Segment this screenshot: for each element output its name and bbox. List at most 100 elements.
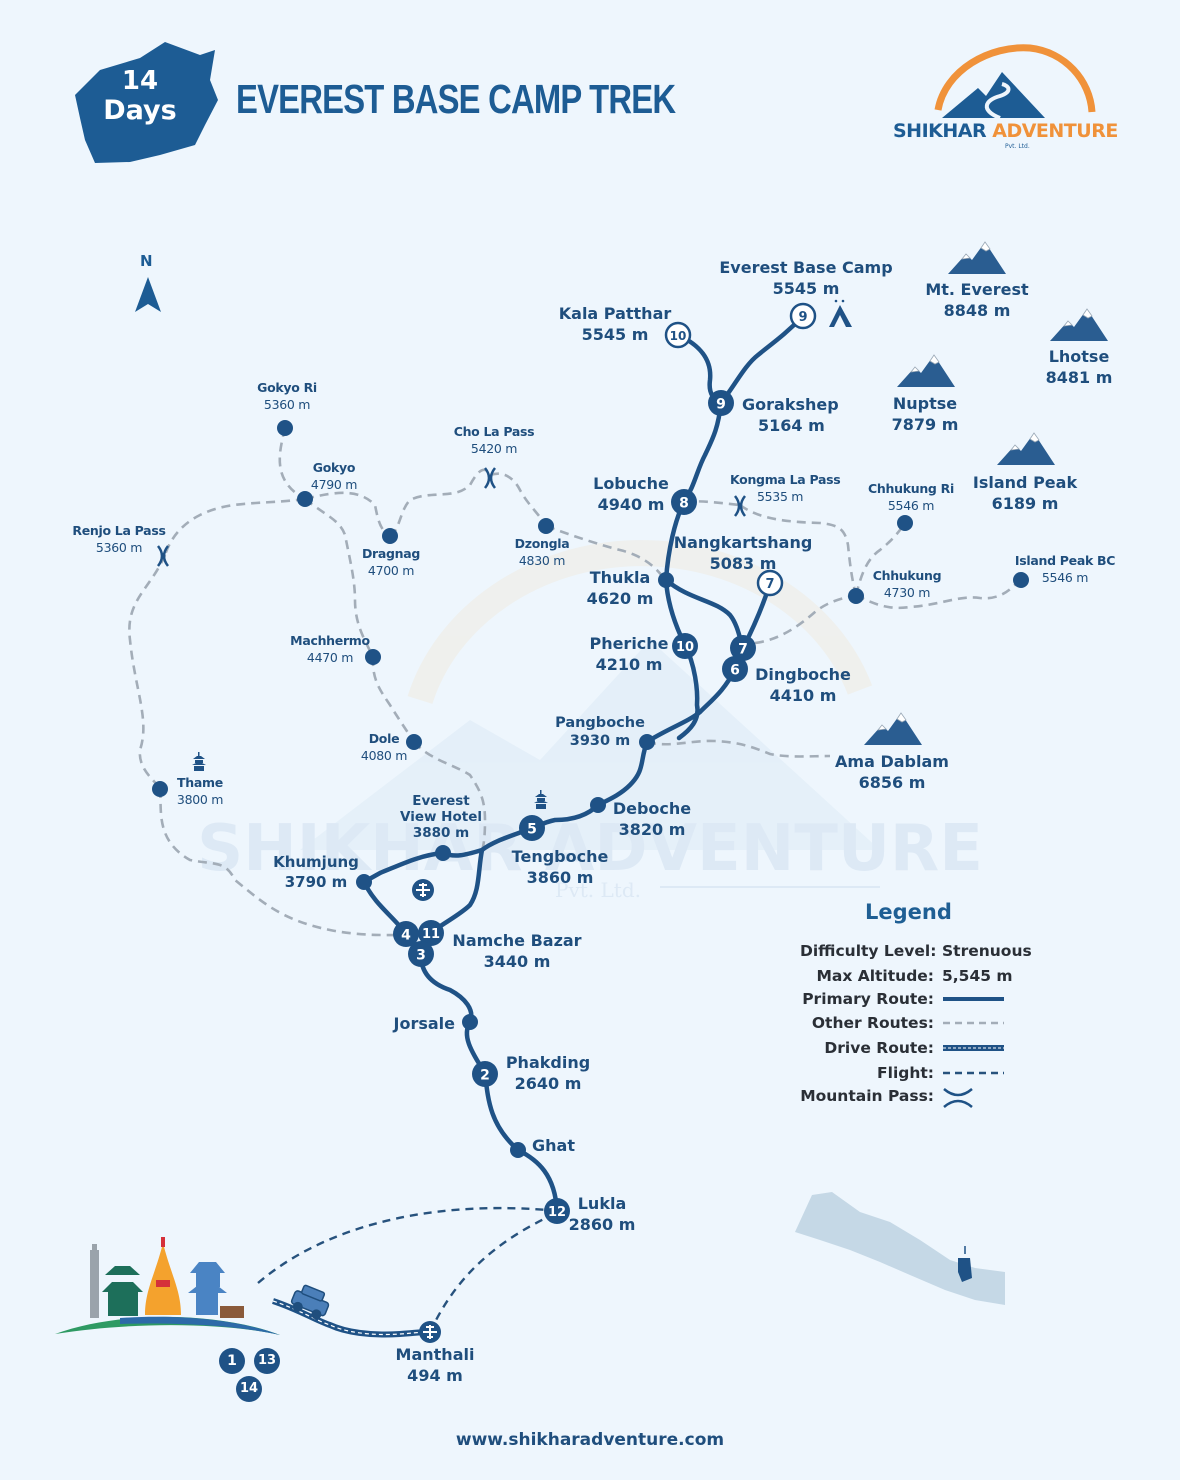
- svg-text:12: 12: [548, 1205, 566, 1220]
- website-link[interactable]: www.shikharadventure.com: [455, 1430, 725, 1450]
- dot-gokyo-ri: [277, 420, 293, 436]
- jeep-icon: [290, 1284, 330, 1320]
- legend-max-altitude-label: Max Altitude:: [816, 967, 934, 985]
- page-title: EVEREST BASE CAMP TREK: [236, 76, 676, 122]
- mountain-icon-island-peak: [997, 432, 1055, 465]
- mountain-icon-nuptse: [897, 354, 955, 387]
- dot-thukla: [658, 572, 674, 588]
- brand-suffix: Pvt. Ltd.: [1005, 143, 1030, 150]
- flight-routes: [257, 1206, 549, 1333]
- peak-icons: [864, 241, 1108, 745]
- day-badge-13: 13: [254, 1348, 280, 1374]
- dot-jorsale: [462, 1014, 478, 1030]
- svg-text:10: 10: [670, 329, 687, 343]
- legend-title: Legend: [865, 900, 952, 924]
- tent-icon: [829, 299, 852, 327]
- legend-mountain-pass: Mountain Pass:: [800, 1087, 934, 1105]
- day-badge-1: 1: [219, 1348, 245, 1374]
- svg-text:4: 4: [401, 928, 411, 944]
- dot-thame: [152, 781, 168, 797]
- dot-chhukung-ri: [897, 515, 913, 531]
- kathmandu-skyline-icon: [55, 1237, 280, 1335]
- label-jorsale: Jorsale: [393, 1014, 456, 1033]
- north-arrow-icon: [135, 277, 161, 312]
- svg-text:11: 11: [422, 927, 440, 942]
- label-ghat: Ghat: [532, 1136, 575, 1155]
- dot-chhukung: [848, 588, 864, 604]
- drive-route: [272, 1298, 431, 1338]
- svg-text:8: 8: [679, 496, 689, 512]
- watermark-logo: [300, 540, 880, 850]
- svg-text:3: 3: [416, 948, 426, 964]
- duration-number: 14: [121, 66, 159, 96]
- dot-dole: [406, 734, 422, 750]
- dot-everest-view-hotel: [435, 845, 451, 861]
- dot-pangboche: [639, 734, 655, 750]
- legend-drive-route: Drive Route:: [824, 1039, 934, 1057]
- svg-text:9: 9: [716, 397, 726, 413]
- airplane-icon-manthali: [419, 1321, 441, 1343]
- pass-icon-renjo-la: [156, 545, 170, 567]
- monastery-icon-thame: [192, 752, 206, 771]
- legend-flight: Flight:: [877, 1064, 934, 1082]
- dot-dragnag: [382, 528, 398, 544]
- duration-unit: Days: [103, 95, 177, 126]
- airplane-icon-syangboche: [412, 879, 434, 901]
- compass-north-label: N: [140, 252, 153, 270]
- svg-text:7: 7: [765, 577, 774, 592]
- svg-text:9: 9: [798, 310, 807, 325]
- dot-gokyo: [297, 491, 313, 507]
- mountain-icon-everest: [948, 241, 1006, 274]
- dot-dzongla: [538, 518, 554, 534]
- dot-khumjung: [356, 874, 372, 890]
- trip-duration-badge: 14 Days: [92, 66, 188, 126]
- brand-logo-icon: [934, 44, 1096, 120]
- mountain-pass-icons: [156, 467, 747, 567]
- dot-machhermo: [365, 649, 381, 665]
- svg-text:7: 7: [738, 642, 748, 658]
- watermark-subtext: Pvt. Ltd.: [555, 878, 641, 902]
- mountain-icon-ama-dablam: [864, 712, 922, 745]
- watermark-text: SHIKHAR ADVENTURE: [197, 812, 983, 886]
- legend-samples: [943, 997, 1004, 1108]
- mountain-icon-lhotse: [1050, 308, 1108, 341]
- nepal-locator-map: [795, 1192, 1005, 1305]
- stop-dots: [152, 420, 1029, 1158]
- dot-island-peak-bc: [1013, 572, 1029, 588]
- legend-primary-route: Primary Route:: [802, 990, 934, 1008]
- legend-difficulty-label: Difficulty Level:: [800, 942, 937, 960]
- pass-icon-cho-la: [483, 467, 497, 489]
- brand-name: SHIKHAR ADVENTURE: [893, 120, 1118, 142]
- legend-other-routes: Other Routes:: [811, 1014, 934, 1032]
- svg-text:10: 10: [676, 640, 694, 655]
